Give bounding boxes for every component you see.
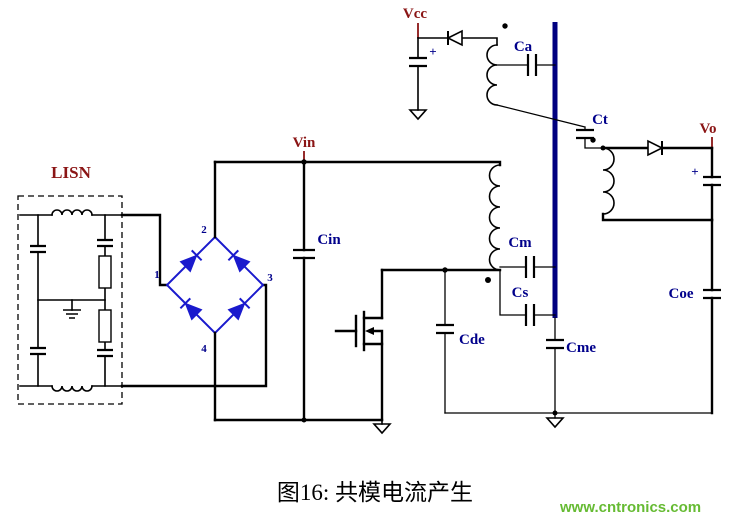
- plus-sign: +: [691, 164, 698, 179]
- secondary-winding: [602, 147, 615, 215]
- phase-dot: [485, 277, 491, 283]
- transformer-primary: [485, 164, 501, 283]
- bridge-diode-icon: [227, 297, 251, 321]
- output-capacitor: [703, 175, 721, 187]
- watermark: www.cntronics.com: [559, 499, 701, 516]
- vcc-aux-circuit: Vcc +: [403, 6, 508, 121]
- figure-caption: 图16: 共模电流产生: [277, 480, 473, 505]
- diode-bar: [179, 297, 191, 309]
- output-diode-icon: [647, 139, 664, 157]
- lisn-top-inductor: [51, 209, 93, 216]
- mosfet-arrow: [365, 327, 374, 335]
- cin-label: Cin: [317, 232, 341, 248]
- ground-icon: [372, 423, 392, 435]
- wire: [120, 213, 169, 287]
- wire: [499, 269, 556, 316]
- parasitic-network: Ca Ct Cm Cs Cme: [444, 22, 713, 429]
- mosfet-switch: [334, 268, 384, 422]
- lisn-resistor-2: [98, 309, 112, 343]
- lisn-dashed-border: [17, 195, 123, 405]
- phase-dot: [502, 23, 508, 29]
- cme-capacitor: [546, 338, 564, 350]
- lisn-capacitor-top-right: [97, 238, 113, 248]
- vcc-capacitor: [409, 56, 427, 68]
- vin-rail: [213, 160, 502, 167]
- input-wiring: [120, 213, 268, 388]
- lisn-label: LISN: [51, 163, 91, 182]
- cde-label: Cde: [459, 332, 485, 348]
- diode-bar: [227, 249, 239, 261]
- ca-capacitor: [526, 54, 538, 76]
- cs-capacitor: [524, 304, 536, 326]
- lisn-block: LISN: [17, 163, 123, 405]
- ground-icon: [408, 109, 428, 121]
- bridge-diode-icon: [179, 297, 203, 321]
- bridge-pin-3: 3: [267, 272, 273, 284]
- vin-label: Vin: [293, 135, 316, 151]
- wire: [601, 212, 714, 222]
- bridge-diode-icon: [179, 249, 203, 273]
- lisn-capacitor-bottom-right: [97, 348, 113, 358]
- wire: [120, 283, 268, 388]
- diode-bar: [239, 297, 251, 309]
- lisn-resistor-1: [98, 255, 112, 289]
- bridge-frame: [165, 235, 265, 335]
- ct-capacitor: [576, 128, 594, 140]
- cme-label: Cme: [566, 340, 596, 356]
- aux-diode-icon: [446, 29, 463, 47]
- aux-winding: [486, 44, 498, 106]
- ct-label: Ct: [592, 112, 608, 128]
- diode-triangle: [179, 254, 198, 273]
- wire: [496, 104, 604, 149]
- lisn-bottom-inductor: [51, 385, 93, 392]
- diode-bar: [191, 249, 203, 261]
- ca-label: Ca: [514, 39, 533, 55]
- mosfet-leads: [362, 316, 384, 346]
- bridge-pin-4: 4: [201, 343, 207, 355]
- cin-capacitor: [293, 248, 315, 260]
- bridge-diode-icon: [227, 249, 251, 273]
- primary-winding: [488, 164, 501, 271]
- diode-triangle: [227, 302, 246, 321]
- plus-sign: +: [429, 44, 436, 59]
- phase-dot: [590, 137, 596, 143]
- bridge-rectifier: 2 1 3 4: [154, 224, 273, 355]
- junction-dot: [301, 417, 307, 423]
- cm-capacitor: [524, 256, 536, 278]
- diode-triangle: [184, 302, 203, 321]
- lisn-capacitor-top-left: [30, 244, 46, 254]
- ground-icon: [545, 417, 565, 429]
- coe-capacitor: [703, 288, 721, 300]
- bridge-pin-1: 1: [154, 269, 160, 281]
- bridge-pin-2: 2: [201, 224, 207, 236]
- cde-capacitor: [436, 323, 454, 335]
- cm-label: Cm: [508, 235, 532, 251]
- drain-node: Cde: [380, 267, 502, 414]
- vo-label: Vo: [700, 121, 717, 137]
- diode-triangle: [232, 254, 251, 273]
- lisn-capacitor-bottom-left: [30, 346, 46, 356]
- dc-bus: Vin Cin: [213, 135, 502, 435]
- earth-ground-icon: [63, 309, 81, 319]
- wire: [417, 37, 498, 46]
- vcc-label: Vcc: [403, 6, 427, 22]
- coe-label: Coe: [669, 286, 694, 302]
- cs-label: Cs: [512, 285, 529, 301]
- secondary-output: Vo + Coe: [590, 121, 721, 415]
